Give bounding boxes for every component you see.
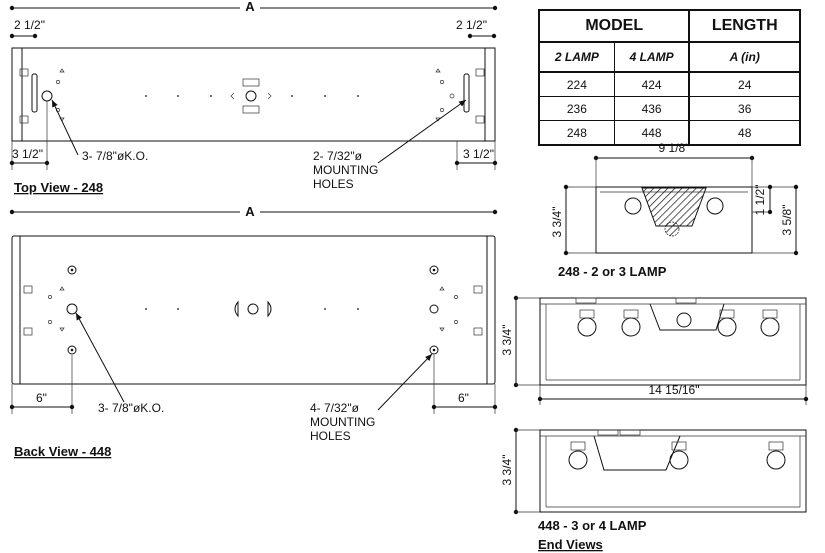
table-cell: 436 bbox=[613, 96, 690, 121]
dim-bottom-right-3-1-2: 3 1/2" bbox=[463, 147, 494, 161]
end-view-248-body bbox=[595, 186, 753, 254]
back-holes-callout-1: 4- 7/32"ø bbox=[310, 401, 360, 415]
end-view-448-lower bbox=[539, 429, 807, 513]
top-holes-callout-3: HOLES bbox=[313, 177, 354, 191]
table-row: 248 448 48 bbox=[538, 120, 801, 146]
back-view-title: Back View - 448 bbox=[14, 444, 111, 459]
dim-right-2-1-2: 2 1/2" bbox=[456, 18, 487, 32]
dim-bottom-left-3-1-2: 3 1/2" bbox=[12, 147, 43, 161]
end-views: 9 1/8" 3 3/4" 1 1/2" 3 5/8" 248 - 2 or 3 bbox=[500, 141, 809, 552]
top-knockout-callout: 3- 7/8"øK.O. bbox=[82, 149, 148, 163]
end-view-448-label: 448 - 3 or 4 LAMP bbox=[538, 518, 647, 533]
back-holes-callout-3: HOLES bbox=[310, 429, 351, 443]
length-header: LENGTH bbox=[688, 9, 801, 43]
col-length: A (in) bbox=[688, 41, 801, 73]
mounting-slot-left bbox=[31, 73, 38, 113]
table-cell: 236 bbox=[538, 96, 615, 121]
dim-248-r2: 3 5/8" bbox=[780, 205, 794, 236]
dim-back-right-6: 6" bbox=[458, 391, 469, 405]
dim-448-width: 14 15/16" bbox=[649, 383, 700, 397]
table-row: 236 436 36 bbox=[538, 96, 801, 121]
top-view-title: Top View - 248 bbox=[14, 180, 103, 195]
dim-left-2-1-2: 2 1/2" bbox=[14, 18, 45, 32]
col-4-lamp: 4 LAMP bbox=[613, 41, 690, 73]
end-views-title: End Views bbox=[538, 537, 603, 552]
top-holes-callout-1: 2- 7/32"ø bbox=[313, 149, 363, 163]
end-view-248-label: 248 - 2 or 3 LAMP bbox=[558, 264, 667, 279]
dim-9-1-8: 9 1/8" bbox=[659, 141, 690, 155]
table-cell: 48 bbox=[688, 120, 801, 146]
dim-a-label: A bbox=[245, 0, 255, 14]
model-length-table: MODEL LENGTH 2 LAMP 4 LAMP A (in) 224 42… bbox=[538, 9, 801, 146]
back-holes-callout-2: MOUNTING bbox=[310, 415, 375, 429]
top-view: A 2 1/2" 2 1/2" bbox=[9, 0, 498, 195]
dim-back-left-6: 6" bbox=[36, 391, 47, 405]
dim-448-height-1: 3 3/4" bbox=[500, 325, 514, 356]
table-cell: 248 bbox=[538, 120, 615, 146]
table-row: 224 424 24 bbox=[538, 71, 801, 97]
dim-248-r1: 1 1/2" bbox=[753, 185, 767, 216]
dim-448-height-2: 3 3/4" bbox=[500, 455, 514, 486]
table-cell: 36 bbox=[688, 96, 801, 121]
knockout-left bbox=[41, 90, 53, 102]
end-view-448-upper bbox=[539, 297, 807, 386]
knockout-back-left bbox=[66, 303, 78, 315]
back-knockout-callout: 3- 7/8"øK.O. bbox=[98, 401, 164, 415]
back-view: A bbox=[9, 204, 498, 459]
table-cell: 24 bbox=[688, 71, 801, 97]
dim-248-height: 3 3/4" bbox=[550, 207, 564, 238]
table-cell: 448 bbox=[613, 120, 690, 146]
back-view-body bbox=[11, 235, 496, 385]
model-header: MODEL bbox=[538, 9, 690, 43]
top-holes-callout-2: MOUNTING bbox=[313, 163, 378, 177]
top-view-body bbox=[11, 47, 496, 142]
dim-a-label-back: A bbox=[245, 204, 255, 219]
mounting-slot-right bbox=[463, 73, 470, 113]
